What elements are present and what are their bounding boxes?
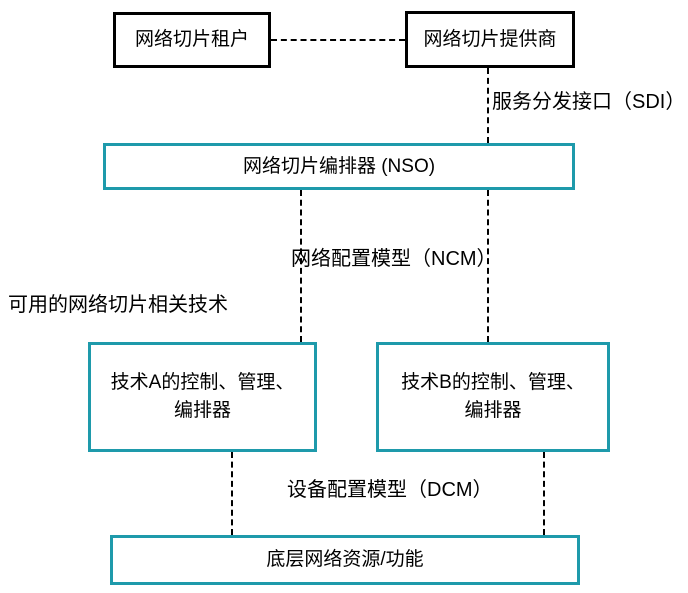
connector-nso-tech-a [300, 190, 302, 342]
node-tech-b-controller: 技术B的控制、管理、 编排器 [376, 342, 610, 452]
node-network-slice-tenant: 网络切片租户 [113, 12, 271, 68]
node-network-slice-tenant-label: 网络切片租户 [134, 29, 249, 51]
connector-nso-tech-b [487, 190, 489, 342]
node-network-slice-provider: 网络切片提供商 [405, 11, 575, 68]
edge-label-sdi: 服务分发接口（SDI） [492, 91, 686, 113]
edge-label-ncm: 网络配置模型（NCM） [291, 248, 497, 270]
node-tech-a-controller-label: 技术A的控制、管理、 编排器 [110, 372, 295, 421]
connector-tech-a-resources [231, 452, 233, 535]
edge-label-dcm: 设备配置模型（DCM） [287, 479, 493, 501]
connector-provider-nso [487, 68, 489, 143]
annotation-available-tech: 可用的网络切片相关技术 [8, 294, 228, 316]
node-network-slice-orchestrator: 网络切片编排器 (NSO) [103, 143, 575, 190]
node-underlay-network-resources-label: 底层网络资源/功能 [266, 549, 424, 571]
connector-tenant-provider [271, 39, 405, 41]
connector-tech-b-resources [543, 452, 545, 535]
node-underlay-network-resources: 底层网络资源/功能 [110, 535, 580, 585]
node-network-slice-provider-label: 网络切片提供商 [423, 28, 557, 50]
node-tech-b-controller-label: 技术B的控制、管理、 编排器 [401, 372, 585, 421]
node-tech-a-controller: 技术A的控制、管理、 编排器 [88, 342, 317, 452]
node-network-slice-orchestrator-label: 网络切片编排器 (NSO) [242, 155, 436, 177]
